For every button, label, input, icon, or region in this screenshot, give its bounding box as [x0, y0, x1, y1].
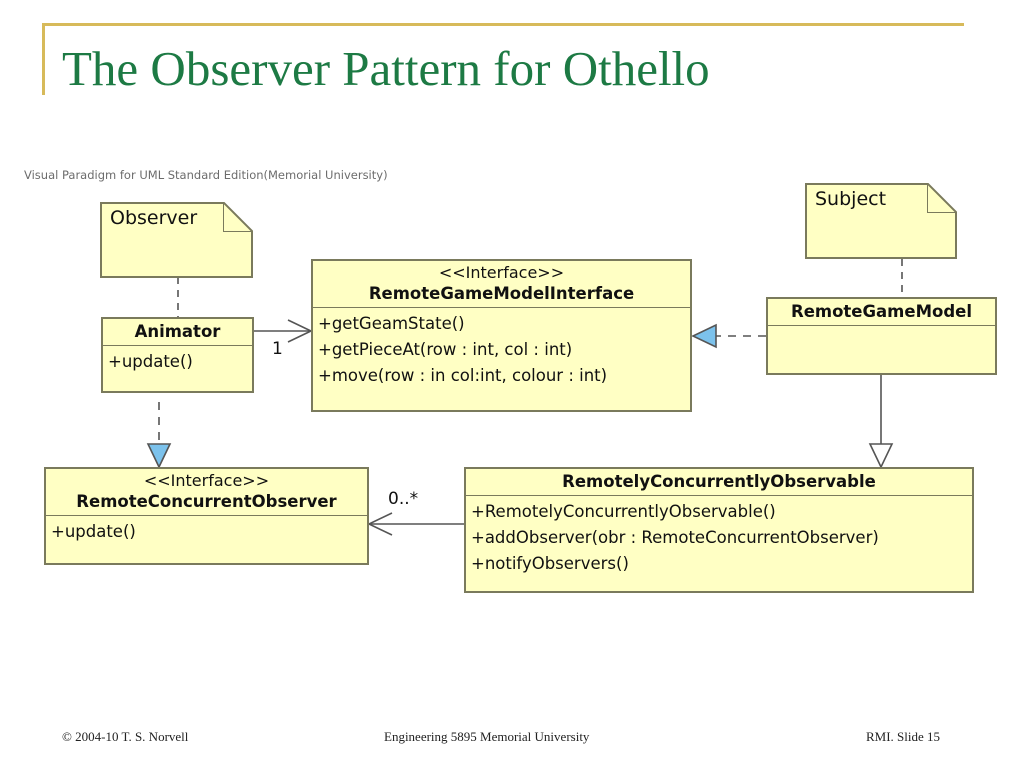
subject-note-fold	[927, 183, 957, 213]
subject-note-label: Subject	[815, 188, 887, 210]
remotely-concurrently-observable-name: RemotelyConcurrentlyObservable	[562, 472, 876, 491]
animator-realization-triangle	[146, 443, 172, 469]
animator-update-operation: +update()	[108, 352, 193, 371]
uml-tool-watermark: Visual Paradigm for UML Standard Edition…	[24, 168, 388, 182]
observer-update-operation: +update()	[51, 522, 136, 541]
subject-note: Subject	[805, 183, 957, 259]
add-observer-operation: +addObserver(obr : RemoteConcurrentObser…	[471, 528, 879, 547]
footer-slide-number: RMI. Slide 15	[866, 729, 941, 744]
title-accent-line	[42, 23, 964, 26]
observable-observer-multiplicity: 0..*	[388, 489, 419, 509]
get-piece-at-operation: +getPieceAt(row : int, col : int)	[318, 340, 573, 359]
notify-observers-operation: +notifyObservers()	[471, 554, 629, 573]
remote-concurrent-observer-name: RemoteConcurrentObserver	[76, 492, 337, 511]
footer-course: Engineering 5895 Memorial University	[384, 729, 590, 744]
model-realization-triangle	[691, 323, 717, 349]
remote-concurrent-observer-class: <<Interface>> RemoteConcurrentObserver +…	[44, 467, 369, 565]
get-geam-state-operation: +getGeamState()	[318, 314, 465, 333]
remote-game-model-interface-class: <<Interface>> RemoteGameModelInterface +…	[311, 259, 692, 412]
footer-copyright: © 2004-10 T. S. Norvell	[62, 729, 189, 744]
move-operation: +move(row : in col:int, colour : int)	[318, 366, 608, 385]
remote-game-model-class: RemoteGameModel	[766, 297, 997, 375]
observable-association-arrowhead	[367, 512, 393, 536]
animator-model-multiplicity: 1	[272, 339, 283, 359]
remote-game-model-interface-stereotype: <<Interface>>	[438, 263, 565, 282]
animator-class-name: Animator	[134, 322, 221, 341]
model-generalization-triangle	[868, 443, 894, 469]
constructor-operation: +RemotelyConcurrentlyObservable()	[471, 502, 776, 521]
slide-title: The Observer Pattern for Othello	[62, 41, 710, 96]
remote-concurrent-observer-stereotype: <<Interface>>	[143, 471, 270, 490]
animator-class: Animator +update()	[101, 317, 254, 393]
remotely-concurrently-observable-class: RemotelyConcurrentlyObservable +Remotely…	[464, 467, 974, 593]
observer-note-label: Observer	[110, 207, 198, 229]
title-accent-bar	[42, 23, 45, 95]
observer-note-fold	[223, 202, 253, 232]
remote-game-model-class-name: RemoteGameModel	[791, 302, 972, 321]
remote-game-model-interface-name: RemoteGameModelInterface	[368, 284, 635, 303]
